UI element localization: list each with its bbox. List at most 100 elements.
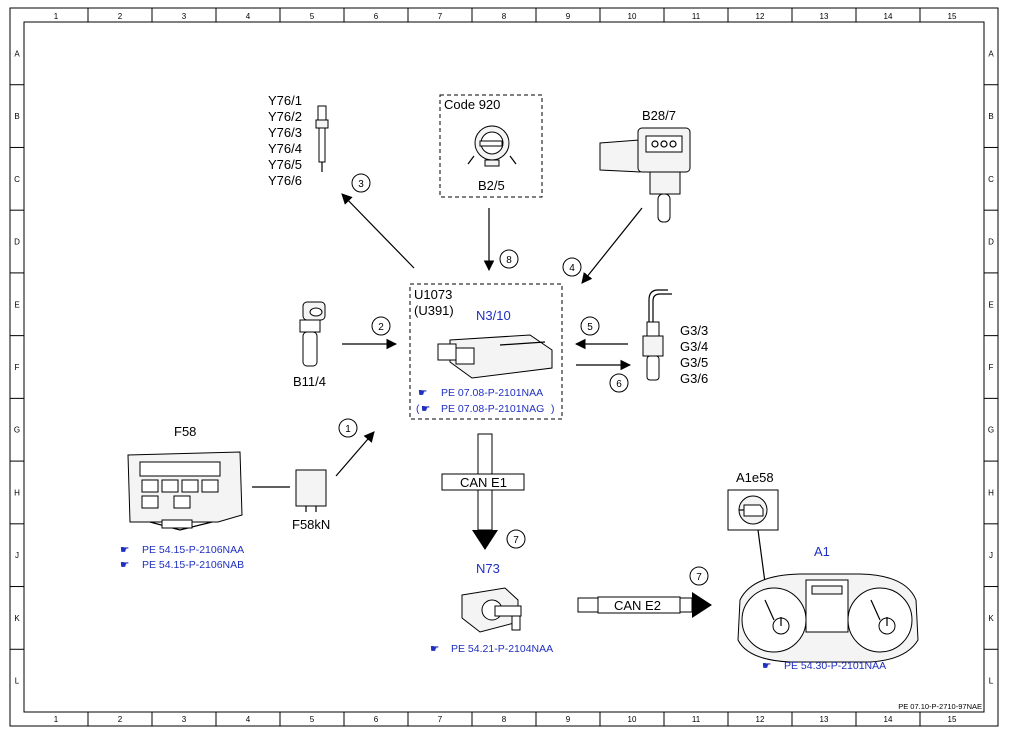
grid-column-label: 1 <box>54 12 59 21</box>
grid-column-label: 6 <box>374 12 379 21</box>
grid-row-label: F <box>989 363 994 372</box>
grid-column-label: 4 <box>246 12 251 21</box>
b28-7-component: B28/7 <box>599 108 691 223</box>
grid-row-label: C <box>14 175 20 184</box>
grid-row-label: E <box>988 300 993 309</box>
grid-column-label: 7 <box>438 715 443 724</box>
grid-row-label: C <box>988 175 994 184</box>
g3-code: G3/3 <box>680 323 708 338</box>
svg-text:4: 4 <box>569 263 575 274</box>
ecu-ref-2-open: ( <box>416 403 420 415</box>
ecu-module-icon <box>437 334 553 379</box>
n73-ref: ☛ PE 54.21-P-2104NAA <box>430 643 553 655</box>
a1-ref-text[interactable]: PE 54.30-P-2101NAA <box>784 660 886 672</box>
grid-column-label: 10 <box>628 715 637 724</box>
document-code: PE 07.10-P-2710-97NAE <box>898 702 982 711</box>
hand-pointer-icon: ☛ <box>418 387 427 399</box>
can-e1-label: CAN E1 <box>460 475 507 490</box>
grid-column-label: 5 <box>310 12 315 21</box>
ecu-ref-2-text[interactable]: PE 07.08-P-2101NAG <box>441 403 544 415</box>
can-e1-bus: CAN E1 <box>441 433 525 550</box>
ecu-ref-1: ☛ PE 07.08-P-2101NAA <box>418 387 543 399</box>
grid-row-label: G <box>14 426 20 435</box>
grid-column-label: 2 <box>118 715 123 724</box>
arrow-number-badge: 7 <box>506 529 526 549</box>
ecu-variant-line2: (U391) <box>414 303 454 318</box>
a1-ref: ☛ PE 54.30-P-2101NAA <box>762 660 886 672</box>
grid-row-label: J <box>15 551 19 560</box>
grid-row-label: F <box>15 363 20 372</box>
glow-plug-code: Y76/6 <box>268 173 302 188</box>
grid-row-label: K <box>14 614 20 623</box>
code-920-dashed-frame <box>439 94 543 198</box>
grid-row-label: J <box>989 551 993 560</box>
svg-text:1: 1 <box>345 424 351 435</box>
grid-column-label: 2 <box>118 12 123 21</box>
arrow-3 <box>341 193 415 269</box>
signal-arrows <box>335 193 643 477</box>
grid-column-label: 11 <box>692 12 701 21</box>
glow-plug-component: Y76/1 Y76/2 Y76/3 Y76/4 Y76/5 Y76/6 <box>268 93 329 188</box>
grid-row-label: E <box>14 300 19 309</box>
grid-row-label: D <box>14 238 20 247</box>
b11-4-label: B11/4 <box>293 374 326 389</box>
g3-component: G3/3 G3/4 G3/5 G3/6 <box>642 289 708 386</box>
grid-row-label: A <box>14 49 20 58</box>
grid-row-label: H <box>988 488 994 497</box>
hand-pointer-icon: ☛ <box>762 660 771 672</box>
a1e58-label: A1e58 <box>736 470 774 485</box>
a1-label: A1 <box>814 544 830 559</box>
b2-5-label: B2/5 <box>478 178 505 193</box>
arrow-number-badge: 1 <box>338 418 358 438</box>
g3-code: G3/5 <box>680 355 708 370</box>
hand-pointer-icon: ☛ <box>421 403 430 415</box>
arrow-1 <box>335 431 375 477</box>
grid-row-label: L <box>989 677 994 686</box>
glow-plug-code: Y76/4 <box>268 141 302 156</box>
grid-column-label: 8 <box>502 715 507 724</box>
can-e2-label-box <box>597 596 681 614</box>
g3-code: G3/4 <box>680 339 708 354</box>
n73-label: N73 <box>476 561 500 576</box>
f58kn-component: F58kN <box>292 469 330 532</box>
arrow-4 <box>581 207 643 284</box>
f58kn-label: F58kN <box>292 517 330 532</box>
code-920-header: Code 920 <box>444 97 500 112</box>
grid-column-label: 13 <box>820 715 829 724</box>
ecu-variant-line1: U1073 <box>414 287 452 302</box>
grid-column-label: 9 <box>566 715 571 724</box>
instrument-cluster-icon <box>737 573 919 663</box>
ecu-ref-2: ( ☛ PE 07.08-P-2101NAG ) <box>416 403 555 415</box>
svg-text:3: 3 <box>358 179 364 190</box>
ecu-dashed-frame <box>409 283 563 420</box>
ecu-ref-2-close: ) <box>551 403 555 415</box>
f58-ref-1-text[interactable]: PE 54.15-P-2106NAA <box>142 544 244 556</box>
n73-ref-text[interactable]: PE 54.21-P-2104NAA <box>451 643 553 655</box>
coolant-temp-sensor-icon <box>299 301 326 367</box>
svg-text:2: 2 <box>378 322 384 333</box>
hand-pointer-icon: ☛ <box>120 544 129 556</box>
ecu-ref-1-text[interactable]: PE 07.08-P-2101NAA <box>441 387 543 399</box>
arrow-number-badge: 2 <box>371 316 391 336</box>
grid-row-label: A <box>988 49 994 58</box>
relay-icon <box>295 469 327 512</box>
can-e1-arrowhead <box>472 530 498 550</box>
b2-5-sensor-icon <box>467 125 517 167</box>
svg-text:6: 6 <box>616 379 622 390</box>
grid-column-label: 1 <box>54 715 59 724</box>
arrow-number-badge: 6 <box>609 373 629 393</box>
grid-row-label: B <box>14 112 19 121</box>
arrow-number-badge: 7 <box>689 566 709 586</box>
glow-plug-icon <box>315 105 329 172</box>
ignition-switch-icon <box>461 587 522 633</box>
grid-column-label: 11 <box>692 715 701 724</box>
grid-column-label: 7 <box>438 12 443 21</box>
glow-plug-code: Y76/3 <box>268 125 302 140</box>
can-e2-label: CAN E2 <box>614 598 661 613</box>
f58-ref-2-text[interactable]: PE 54.15-P-2106NAB <box>142 559 244 571</box>
grid-row-label: L <box>15 677 20 686</box>
ecu-label: N3/10 <box>476 308 511 323</box>
grid-column-label: 14 <box>884 715 893 724</box>
grid-column-label: 3 <box>182 12 187 21</box>
